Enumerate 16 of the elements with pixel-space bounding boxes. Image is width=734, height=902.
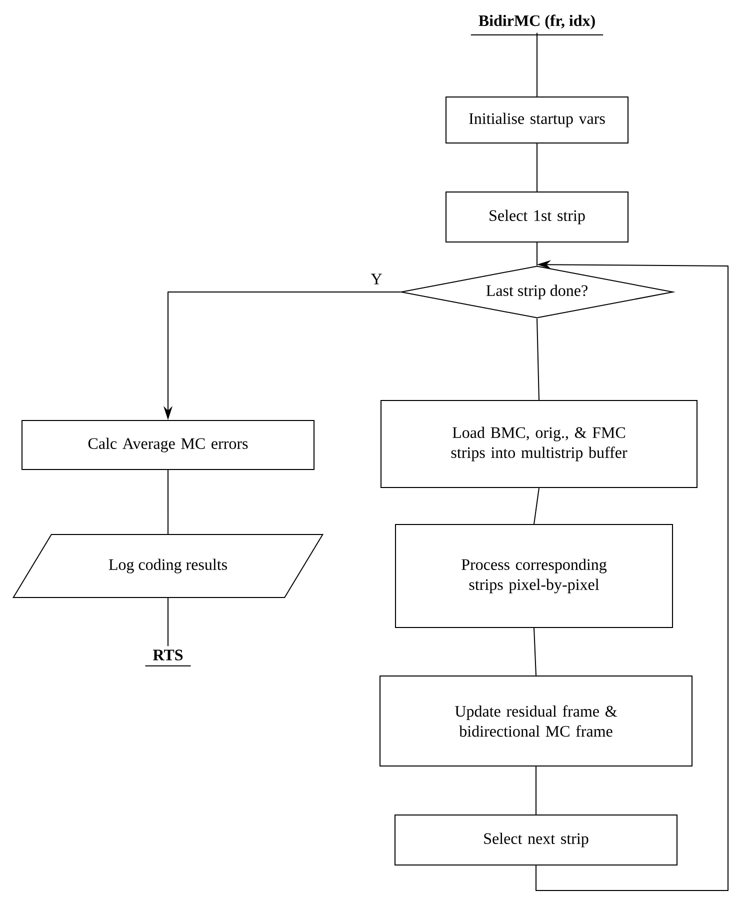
connector	[536, 318, 540, 400]
process-box: Calc Average MC errors	[22, 420, 314, 470]
process-box: Initialise startup vars	[446, 96, 628, 144]
process-box: Load BMC, orig., & FMC strips into multistrip buffer	[380, 400, 698, 488]
process-box: Update residual frame & bidirectional MC frame	[380, 676, 692, 766]
process-box: Select 1st strip	[446, 192, 628, 242]
process-box: Select next strip	[394, 814, 678, 866]
terminal-label: BidirMC (fr, idx)	[470, 14, 604, 36]
connector	[534, 628, 536, 676]
terminal-label: RTS	[144, 650, 192, 666]
process-box: Process corresponding strips pixel-by-pixel	[395, 524, 673, 628]
edge-label: Y	[370, 272, 384, 286]
connector	[536, 143, 538, 192]
connector	[536, 242, 538, 266]
connector	[534, 488, 540, 524]
connector	[536, 32, 538, 97]
